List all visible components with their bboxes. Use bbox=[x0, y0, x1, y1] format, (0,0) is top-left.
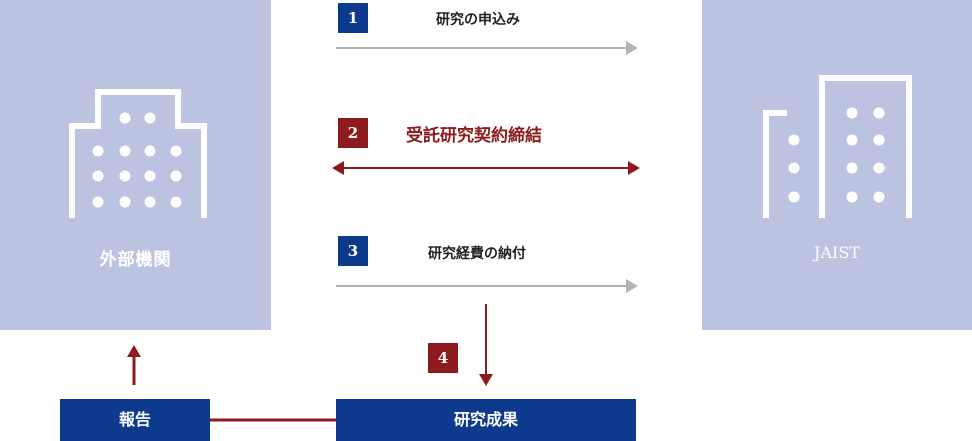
window-dot bbox=[846, 134, 858, 146]
buildings-icon bbox=[763, 75, 912, 218]
jaist-panel: JAIST bbox=[702, 0, 972, 330]
step4-badge: 4 bbox=[428, 343, 458, 373]
step3-label: 研究経費の納付 bbox=[428, 246, 526, 262]
window-dot bbox=[119, 170, 131, 182]
window-dot bbox=[873, 134, 885, 146]
window-dot bbox=[119, 112, 131, 124]
window-dot bbox=[144, 170, 156, 182]
window-dot bbox=[788, 134, 800, 146]
building-icon bbox=[69, 89, 207, 218]
window-dot bbox=[788, 191, 800, 203]
step1-arrow bbox=[336, 41, 638, 55]
step3-badge: 3 bbox=[338, 236, 368, 266]
window-dot bbox=[144, 112, 156, 124]
jaist-logo: JAIST bbox=[814, 243, 860, 262]
report-box: 報告 bbox=[60, 399, 210, 441]
window-dot bbox=[144, 145, 156, 157]
window-dot bbox=[873, 191, 885, 203]
window-dot bbox=[873, 162, 885, 174]
step1-badge: 1 bbox=[338, 3, 368, 33]
window-dot bbox=[92, 196, 104, 208]
window-dot bbox=[119, 145, 131, 157]
window-dot bbox=[846, 107, 858, 119]
report-up-arrow bbox=[127, 345, 141, 385]
window-dot bbox=[119, 196, 131, 208]
step3-arrow bbox=[336, 279, 638, 293]
step4-down-arrow bbox=[479, 304, 493, 386]
window-dot bbox=[170, 196, 182, 208]
external-organization-panel: 外部機関 bbox=[0, 0, 271, 330]
window-dot bbox=[92, 145, 104, 157]
window-dot bbox=[170, 170, 182, 182]
window-dot bbox=[846, 191, 858, 203]
window-dot bbox=[92, 170, 104, 182]
step1-label: 研究の申込み bbox=[436, 12, 520, 28]
window-dot bbox=[144, 196, 156, 208]
window-dot bbox=[170, 145, 182, 157]
research-results-box: 研究成果 bbox=[336, 399, 636, 441]
window-dot bbox=[846, 162, 858, 174]
external-organization-label: 外部機関 bbox=[99, 250, 172, 270]
window-dot bbox=[873, 107, 885, 119]
window-dot bbox=[788, 162, 800, 174]
step2-badge: 2 bbox=[338, 118, 368, 148]
step2-label: 受託研究契約締結 bbox=[406, 126, 542, 146]
step2-double-arrow bbox=[332, 161, 640, 175]
